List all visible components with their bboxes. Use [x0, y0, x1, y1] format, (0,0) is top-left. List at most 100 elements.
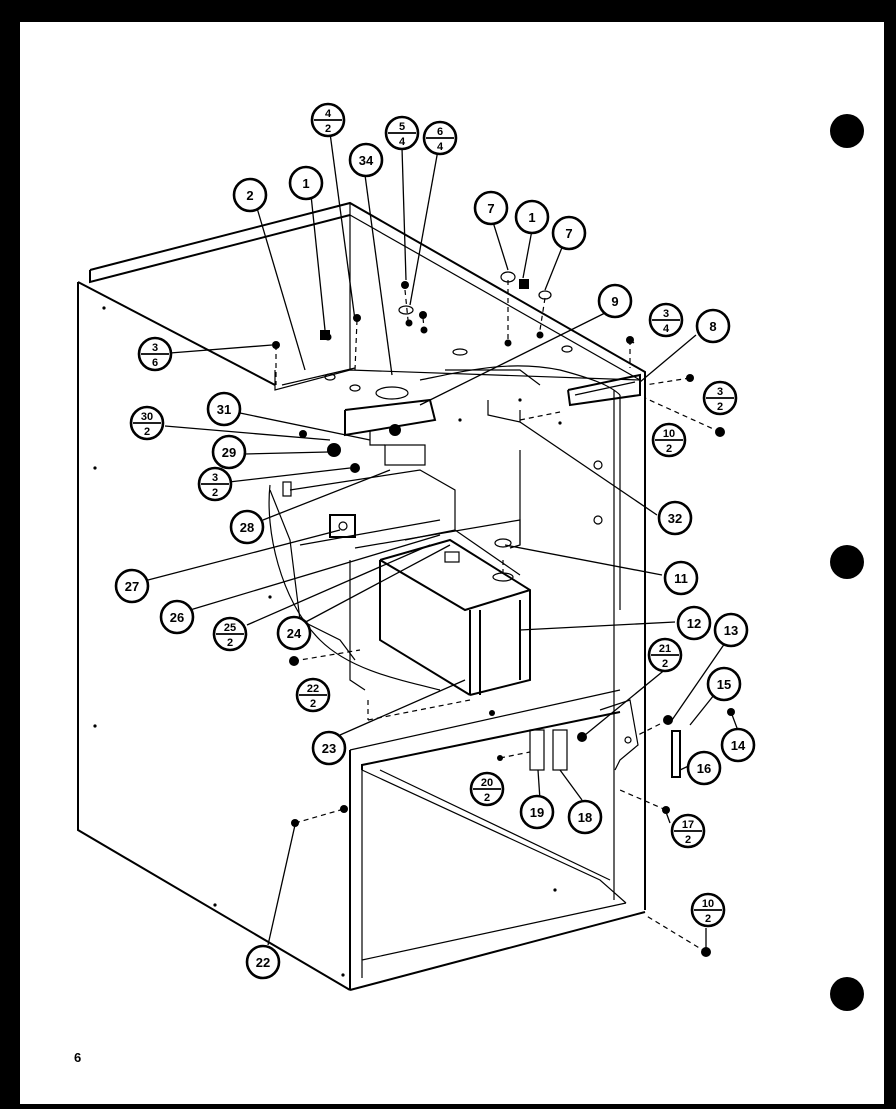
callout-part-number: 7: [487, 201, 494, 216]
callout-c23: 23: [311, 730, 347, 766]
callout-part-number: 9: [611, 294, 618, 309]
drawing-sheet: [20, 22, 884, 1104]
callout-part-number: 2: [246, 188, 253, 203]
callout-c20-2: 202: [469, 771, 505, 807]
components: [268, 271, 735, 957]
assembly-lines: [275, 280, 721, 953]
callout-circle: [551, 215, 587, 251]
callout-c3-6: 36: [137, 336, 173, 372]
callout-c7b: 7: [551, 215, 587, 251]
callout-circle: [311, 730, 347, 766]
callout-c16: 16: [686, 750, 722, 786]
callout-part-number: 21: [659, 643, 671, 655]
callout-circle: [288, 165, 324, 201]
callout-part-number: 7: [565, 226, 572, 241]
callout-quantity: 2: [212, 487, 218, 499]
callout-c1a: 1: [288, 165, 324, 201]
callout-part-number: 26: [170, 610, 184, 625]
callout-circle: [514, 199, 550, 235]
callout-circle: [720, 727, 756, 763]
callout-c8: 8: [695, 308, 731, 344]
callout-c14: 14: [720, 727, 756, 763]
callout-part-number: 14: [731, 738, 746, 753]
callout-quantity: 6: [152, 357, 158, 369]
callout-part-number: 10: [702, 898, 714, 910]
callout-c34: 34: [348, 142, 384, 178]
callout-part-number: 12: [687, 616, 701, 631]
callout-circle: [706, 666, 742, 702]
callout-part-number: 30: [141, 411, 153, 423]
callout-c21-2: 212: [647, 637, 683, 673]
callout-part-number: 22: [307, 683, 319, 695]
callout-circle: [597, 283, 633, 319]
callout-c31: 31: [206, 391, 242, 427]
callout-quantity: 4: [663, 323, 670, 335]
callout-circle: [276, 615, 312, 651]
callout-quantity: 4: [399, 136, 406, 148]
callout-quantity: 2: [310, 698, 316, 710]
callout-quantity: 2: [325, 123, 331, 135]
callout-c15: 15: [706, 666, 742, 702]
callout-part-number: 10: [663, 428, 675, 440]
callout-part-number: 16: [697, 761, 711, 776]
callout-c1b: 1: [514, 199, 550, 235]
binder-hole: [830, 114, 864, 148]
callout-part-number: 20: [481, 777, 493, 789]
callout-circle: [159, 599, 195, 635]
callout-part-number: 1: [528, 210, 535, 225]
callout-c7a: 7: [473, 190, 509, 226]
callout-c25-2: 252: [212, 616, 248, 652]
callout-quantity: 2: [144, 426, 150, 438]
callout-part-number: 3: [717, 386, 723, 398]
callout-part-number: 3: [663, 308, 669, 320]
callout-c30-2: 302: [129, 405, 165, 441]
callout-part-number: 5: [399, 121, 405, 133]
callout-part-number: 11: [674, 571, 688, 586]
callout-c6-4: 64: [422, 120, 458, 156]
callout-circle: [663, 560, 699, 596]
callout-part-number: 19: [530, 805, 544, 820]
callout-c9: 9: [597, 283, 633, 319]
callout-c27: 27: [114, 568, 150, 604]
callout-circle: [211, 434, 247, 470]
callout-c24: 24: [276, 615, 312, 651]
callout-quantity: 4: [437, 141, 444, 153]
callout-c3-2a: 32: [702, 380, 738, 416]
callout-part-number: 6: [437, 126, 443, 138]
callout-circle: [567, 799, 603, 835]
callout-circle: [206, 391, 242, 427]
callout-part-number: 29: [222, 445, 236, 460]
callout-part-number: 15: [717, 677, 731, 692]
callout-part-number: 3: [152, 342, 158, 354]
callout-circle: [348, 142, 384, 178]
callout-circle: [695, 308, 731, 344]
callout-c5-4a: 54: [384, 115, 420, 151]
callout-part-number: 18: [578, 810, 592, 825]
callout-part-number: 28: [240, 520, 254, 535]
callout-c10-2a: 102: [651, 422, 687, 458]
callout-c28: 28: [229, 509, 265, 545]
callout-part-number: 4: [325, 108, 332, 120]
callout-c32: 32: [657, 500, 693, 536]
callout-circle: [686, 750, 722, 786]
callout-circle: [232, 177, 268, 213]
callout-part-number: 24: [287, 626, 302, 641]
callout-c18: 18: [567, 799, 603, 835]
callout-quantity: 2: [484, 792, 490, 804]
page-number: 6: [74, 1050, 82, 1065]
callout-quantity: 2: [685, 834, 691, 846]
binder-holes: [830, 114, 864, 1011]
callout-part-number: 25: [224, 622, 236, 634]
callout-c17-2: 172: [670, 813, 706, 849]
callout-part-number: 8: [709, 319, 716, 334]
callout-part-number: 1: [302, 176, 309, 191]
callout-part-number: 17: [682, 819, 694, 831]
callout-part-number: 13: [724, 623, 738, 638]
callout-part-number: 31: [217, 402, 231, 417]
callout-c11: 11: [663, 560, 699, 596]
callout-part-number: 34: [359, 153, 374, 168]
callout-c13: 13: [713, 612, 749, 648]
callout-c22-2: 222: [295, 677, 331, 713]
